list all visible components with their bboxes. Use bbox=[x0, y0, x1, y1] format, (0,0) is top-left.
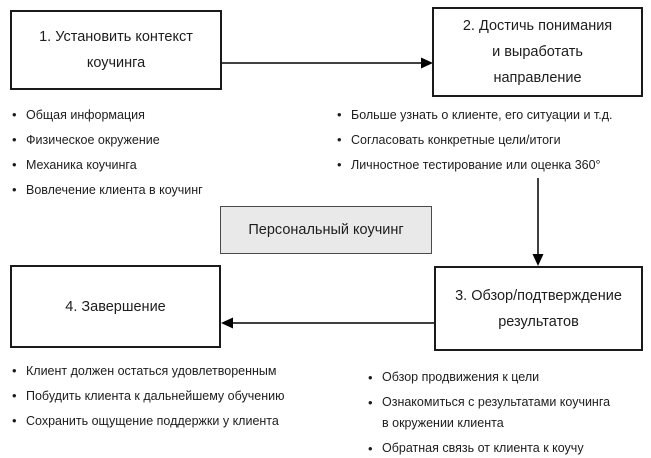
center-label: Персональный коучинг bbox=[248, 222, 404, 238]
list-item: Согласовать конкретные цели/итоги bbox=[335, 133, 647, 147]
list-item: Обзор продвижения к цели bbox=[366, 367, 618, 388]
list-item: Сохранить ощущение поддержки у клиента bbox=[10, 414, 340, 428]
list-item: Обратная связь от клиента к коучу bbox=[366, 438, 618, 458]
list-item: Больше узнать о клиенте, его ситуации и … bbox=[335, 108, 647, 122]
list-item: Физическое окружение bbox=[10, 133, 320, 147]
title-line: 2. Достичь понимания bbox=[462, 18, 613, 34]
title-line: 3. Обзор/подтверждение bbox=[455, 287, 622, 304]
list-item: Ознакомиться с результатами коучинга в о… bbox=[366, 392, 618, 434]
list-item: Вовлечение клиента в коучинг bbox=[10, 183, 320, 197]
title-line: 4. Завершение bbox=[65, 298, 166, 315]
list-item: Побудить клиента к дальнейшему обучению bbox=[10, 389, 340, 403]
bullet-list-step1: Общая информация Физическое окружение Ме… bbox=[10, 108, 320, 208]
flow-box-step4-title: 4. Завершение bbox=[65, 294, 165, 320]
title-line: и выработать bbox=[492, 44, 583, 60]
arrow-step3-to-step4 bbox=[221, 317, 434, 329]
list-item: Механика коучинга bbox=[10, 158, 320, 172]
flow-box-step3-title: 3. Обзор/подтверждение результатов bbox=[455, 283, 622, 335]
title-line: коучинга bbox=[86, 55, 146, 71]
center-label-box: Персональный коучинг bbox=[220, 206, 432, 254]
bullet-list-step4: Клиент должен остаться удовлетворенным П… bbox=[10, 364, 340, 439]
title-line: направление bbox=[493, 70, 582, 86]
list-item: Клиент должен остаться удовлетворенным bbox=[10, 364, 340, 378]
list-item: Общая информация bbox=[10, 108, 320, 122]
flow-box-step2: 2. Достичь понимания и выработать направ… bbox=[432, 7, 643, 97]
arrow-step1-to-step2 bbox=[222, 57, 433, 69]
arrow-step2-to-step3 bbox=[532, 178, 544, 266]
bullet-list-step2: Больше узнать о клиенте, его ситуации и … bbox=[335, 108, 647, 183]
flow-box-step4: 4. Завершение bbox=[10, 265, 221, 348]
flow-box-step3: 3. Обзор/подтверждение результатов bbox=[434, 266, 643, 351]
title-line: 1. Установить контекст bbox=[39, 29, 193, 45]
list-item: Личностное тестирование или оценка 360° bbox=[335, 158, 647, 172]
flow-box-step1: 1. Установить контекст коучинга bbox=[10, 10, 222, 90]
title-line: результатов bbox=[498, 313, 579, 330]
bullet-list-step3: Обзор продвижения к цели Ознакомиться с … bbox=[366, 367, 618, 458]
flow-box-step2-title: 2. Достичь понимания и выработать направ… bbox=[463, 13, 612, 91]
flow-box-step1-title: 1. Установить контекст коучинга bbox=[39, 24, 193, 76]
